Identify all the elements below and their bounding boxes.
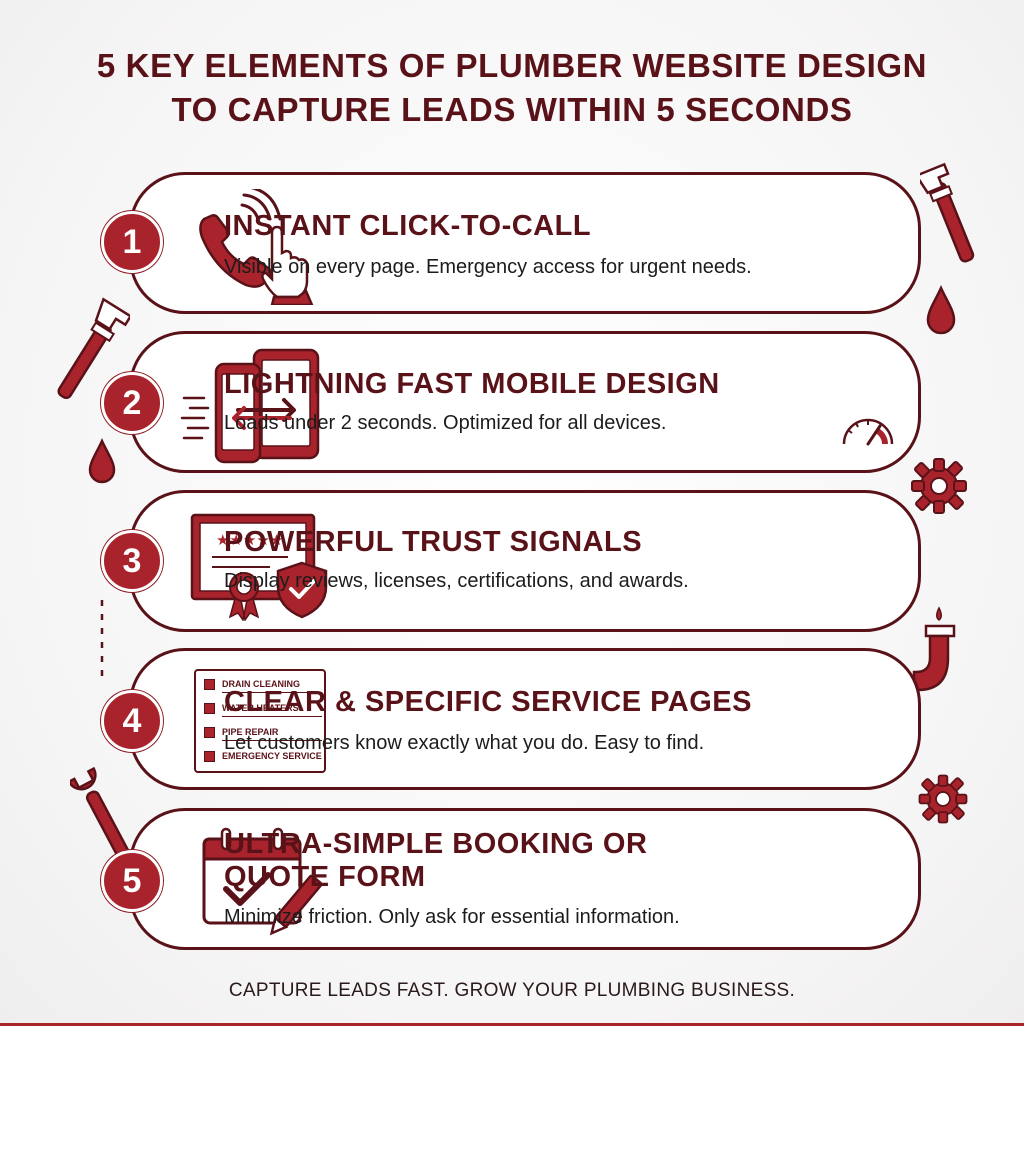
step-number-badge: 1 — [101, 211, 163, 273]
checklist-item: PIPE REPAIR — [204, 724, 322, 742]
checklist-label: WATER HEATERS — [222, 703, 299, 713]
water-drop-icon — [926, 285, 956, 335]
feature-card-3: ★★★★★ — [129, 490, 921, 632]
checklist-item: EMERGENCY SERVICE — [204, 748, 322, 766]
title-line-1: 5 KEY ELEMENTS OF PLUMBER WEBSITE DESIGN — [96, 47, 928, 84]
dashed-line — [100, 600, 104, 680]
checklist-label: EMERGENCY SERVICE — [222, 751, 322, 761]
step-number-badge: 2 — [101, 372, 163, 434]
water-drop-icon — [88, 438, 116, 484]
bottom-divider — [0, 1023, 1024, 1026]
step-number-badge: 5 — [101, 850, 163, 912]
feature-card-4: DRAIN CLEANING WATER HEATERS PIPE REPAIR… — [129, 648, 921, 790]
calendar-check-icon — [202, 827, 323, 936]
card-title: LIGHTNING FAST MOBILE DESIGN — [224, 368, 720, 400]
card-title-line-2: QUOTE FORM — [224, 861, 426, 893]
certificate-shield-icon: ★★★★★ — [190, 513, 328, 621]
feature-card-2 — [129, 331, 921, 473]
checklist-label: DRAIN CLEANING — [222, 679, 300, 689]
feature-card-5 — [129, 808, 921, 950]
checkbox-checked-icon — [204, 751, 215, 762]
mobile-devices-icon — [180, 348, 320, 464]
feature-card-1 — [129, 172, 921, 314]
card-description: Minimize friction. Only ask for essentia… — [224, 906, 680, 928]
card-title-line-1: ULTRA-SIMPLE BOOKING OR — [224, 828, 648, 860]
card-title: ULTRA-SIMPLE BOOKING OR QUOTE FORM — [224, 828, 774, 894]
checklist-item: DRAIN CLEANING — [204, 676, 322, 694]
gear-icon — [911, 458, 967, 514]
phone-tap-icon — [199, 189, 314, 305]
card-description: Let customers know exactly what you do. … — [224, 732, 705, 754]
checklist-label: PIPE REPAIR — [222, 727, 279, 737]
checkbox-checked-icon — [204, 679, 215, 690]
speedometer-icon — [842, 418, 894, 446]
step-number-badge: 4 — [101, 690, 163, 752]
card-description: Display reviews, licenses, certification… — [224, 570, 689, 592]
wrench-icon — [920, 162, 975, 263]
card-title: POWERFUL TRUST SIGNALS — [224, 526, 643, 558]
divider — [222, 692, 322, 693]
page-title: 5 KEY ELEMENTS OF PLUMBER WEBSITE DESIGN… — [0, 44, 1024, 132]
svg-text:★★★★★: ★★★★★ — [216, 531, 283, 549]
wrench-icon — [57, 297, 130, 400]
card-description: Visible on every page. Emergency access … — [224, 256, 752, 278]
adjustable-wrench-icon — [70, 766, 130, 859]
step-number-badge: 3 — [101, 530, 163, 592]
title-line-2: TO CAPTURE LEADS WITHIN 5 SECONDS — [171, 91, 853, 128]
divider — [222, 716, 322, 717]
checklist-item: WATER HEATERS — [204, 700, 322, 718]
checkbox-checked-icon — [204, 703, 215, 714]
checkbox-checked-icon — [204, 727, 215, 738]
divider — [222, 740, 322, 741]
footer-tagline: CAPTURE LEADS FAST. GROW YOUR PLUMBING B… — [228, 980, 796, 1001]
card-title: INSTANT CLICK-TO-CALL — [224, 210, 592, 242]
card-description: Loads under 2 seconds. Optimized for all… — [224, 412, 667, 434]
service-checklist-icon: DRAIN CLEANING WATER HEATERS PIPE REPAIR… — [194, 669, 326, 773]
pipe-elbow-icon — [912, 606, 956, 692]
gear-icon — [918, 774, 968, 824]
card-title: CLEAR & SPECIFIC SERVICE PAGES — [224, 686, 752, 718]
